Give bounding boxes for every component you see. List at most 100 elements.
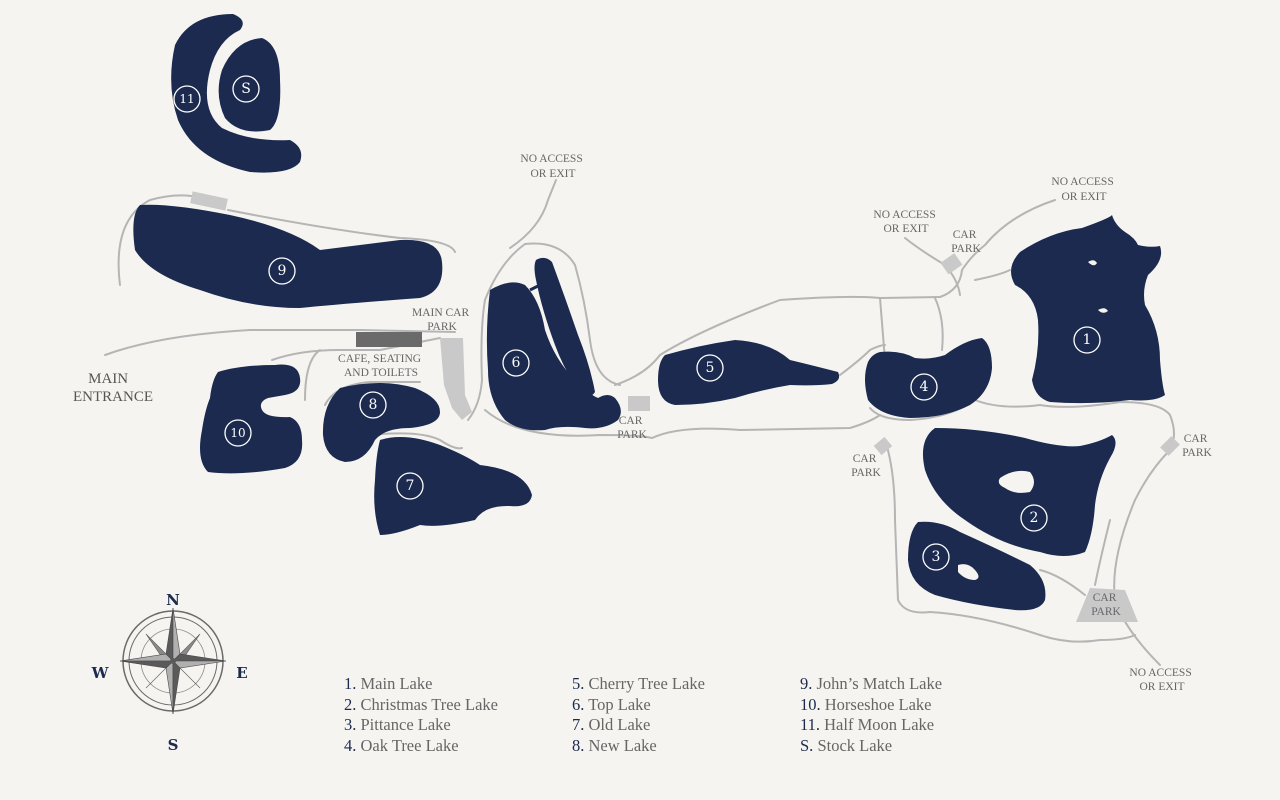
path-middle-b xyxy=(934,297,944,351)
lake-marker-s: S xyxy=(232,75,260,103)
legend-column-3: 9. John’s Match Lake 10. Horseshoe Lake … xyxy=(800,674,942,756)
path-west-cafe xyxy=(271,337,441,361)
no-access-label-2: NO ACCESS OR EXIT xyxy=(873,209,938,235)
legend-item: 9. John’s Match Lake xyxy=(800,674,943,693)
legend-item: 6. Top Lake xyxy=(572,694,651,714)
path-lake5-south xyxy=(651,414,881,439)
main-entrance-label: MAIN ENTRANCE xyxy=(73,371,153,405)
svg-text:1: 1 xyxy=(1083,332,1092,348)
path-lake1-south xyxy=(1039,401,1175,451)
car-park-label-3: CAR PARK xyxy=(851,453,881,479)
facilities xyxy=(190,191,1180,622)
car-park-label-5: CAR PARK xyxy=(1091,592,1121,618)
legend-item: 7. Old Lake xyxy=(572,715,651,734)
car-park-lake9 xyxy=(190,191,228,211)
path-lake9-loop xyxy=(117,194,201,286)
compass-east: E xyxy=(236,664,247,682)
lake-top-arm xyxy=(534,257,595,396)
lake-marker-7: 7 xyxy=(396,472,424,500)
lake-marker-11: 11 xyxy=(173,85,201,113)
svg-text:4: 4 xyxy=(920,379,929,395)
svg-text:5: 5 xyxy=(706,360,715,376)
path-no-access-top xyxy=(509,179,557,249)
car-park-south xyxy=(1076,588,1138,622)
main-car-park xyxy=(440,338,472,420)
legend-item: 8. New Lake xyxy=(572,735,657,755)
no-access-label-3: NO ACCESS OR EXIT xyxy=(1051,176,1116,203)
lake-markers: 1 2 3 4 5 6 7 8 9 10 11 S xyxy=(173,75,1101,571)
lake-marker-4: 4 xyxy=(910,373,938,401)
svg-text:6: 6 xyxy=(512,355,521,371)
legend-item: 5. Cherry Tree Lake xyxy=(572,674,705,693)
legend-item: 11. Half Moon Lake xyxy=(800,715,935,734)
main-car-park-label: MAIN CAR PARK xyxy=(412,307,472,333)
compass-west: W xyxy=(91,664,110,682)
lake-johns-match xyxy=(133,204,443,308)
lake-main-island-b xyxy=(1098,308,1108,313)
svg-text:11: 11 xyxy=(179,92,194,106)
no-access-label-4: NO ACCESS OR EXIT xyxy=(1129,667,1194,693)
svg-text:9: 9 xyxy=(278,263,287,279)
svg-text:2: 2 xyxy=(1030,510,1039,526)
legend-item: 2. Christmas Tree Lake xyxy=(344,694,498,714)
no-access-label-1: NO ACCESS OR EXIT xyxy=(520,153,585,180)
lake-marker-8: 8 xyxy=(359,391,387,419)
path-lake2-east xyxy=(1094,519,1111,586)
svg-text:S: S xyxy=(241,81,251,97)
lake-pittance-island xyxy=(958,564,979,580)
path-lake2-west xyxy=(884,439,1136,643)
lake-marker-2: 2 xyxy=(1020,504,1048,532)
lake-marker-3: 3 xyxy=(922,543,950,571)
compass-south: S xyxy=(168,736,179,754)
path-lake4-link xyxy=(974,399,1041,408)
lake-christmas-tree-island xyxy=(998,470,1034,493)
legend-item: 4. Oak Tree Lake xyxy=(344,735,459,755)
lake-marker-10: 10 xyxy=(224,419,252,447)
lake-main xyxy=(1011,215,1165,404)
svg-text:7: 7 xyxy=(406,478,415,494)
path-lake7-east xyxy=(369,432,463,450)
lake-top-bridge xyxy=(529,283,541,292)
path-lake1-link xyxy=(974,269,1011,281)
path-lake10-east xyxy=(304,349,321,401)
lake-new xyxy=(322,383,440,462)
car-park-lake6 xyxy=(628,396,650,411)
car-park-label-2: CAR PARK xyxy=(617,415,647,441)
lake-marker-9: 9 xyxy=(268,257,296,285)
lake-horseshoe xyxy=(200,364,303,474)
car-park-label-4: CAR PARK xyxy=(1182,433,1212,459)
path-east-south xyxy=(1113,449,1171,666)
lake-oak-tree xyxy=(865,338,992,418)
map-labels: MAIN ENTRANCE MAIN CAR PARK CAFE, SEATIN… xyxy=(73,153,1213,693)
car-park-label-1: CAR PARK xyxy=(951,229,981,255)
path-east-connector xyxy=(839,344,886,376)
legend-column-2: 5. Cherry Tree Lake 6. Top Lake 7. Old L… xyxy=(572,674,705,756)
lake-stock xyxy=(218,38,281,132)
lake-cherry-tree xyxy=(658,340,840,405)
legend-item: 3. Pittance Lake xyxy=(344,715,451,734)
path-lake5-west xyxy=(614,295,941,386)
cafe-building xyxy=(356,332,422,347)
lake-old xyxy=(374,436,532,535)
path-carpark-east xyxy=(467,242,621,421)
car-park-north xyxy=(940,253,963,275)
path-ne-branch xyxy=(939,199,1056,298)
legend-column-1: 1. Main Lake 2. Christmas Tree Lake 3. P… xyxy=(344,674,498,756)
path-lake9-north xyxy=(227,209,456,253)
path-middle-a xyxy=(879,297,886,361)
lake-marker-6: 6 xyxy=(502,349,530,377)
svg-text:10: 10 xyxy=(230,426,245,440)
legend-item: 10. Horseshoe Lake xyxy=(800,694,932,714)
lake-marker-5: 5 xyxy=(696,354,724,382)
legend-item: 1. Main Lake xyxy=(344,674,433,693)
lakes xyxy=(133,14,1165,611)
compass-north: N xyxy=(166,591,180,609)
lake-pittance xyxy=(908,521,1046,611)
compass-rose-icon: N E S W xyxy=(91,591,248,754)
car-park-east xyxy=(1160,436,1180,456)
path-entrance xyxy=(104,329,456,356)
lake-half-moon xyxy=(171,14,302,173)
path-lake3-east xyxy=(1039,569,1086,596)
svg-text:8: 8 xyxy=(369,397,378,413)
